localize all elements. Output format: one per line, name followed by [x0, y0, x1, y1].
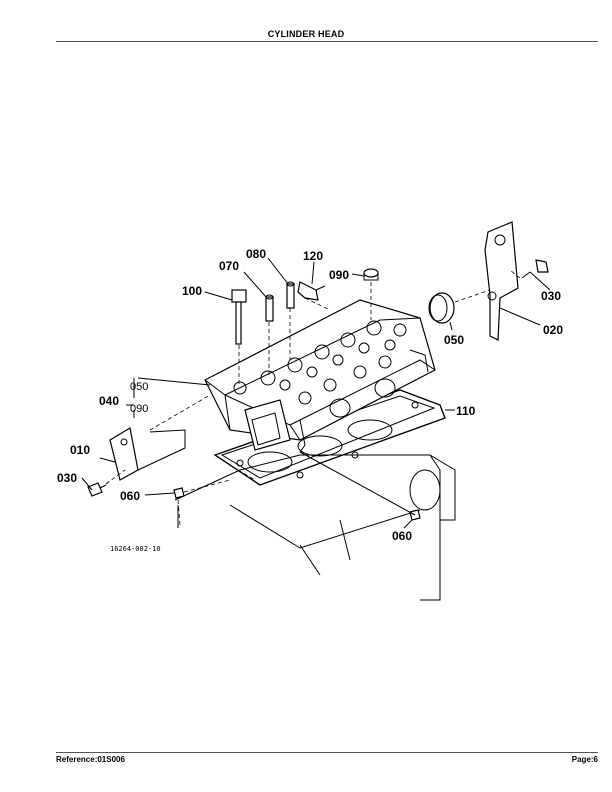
- callout-120: 120: [303, 249, 323, 263]
- callout-leaders: [81, 257, 551, 529]
- engine-block-outline: [174, 454, 456, 601]
- callout-010: 010: [70, 443, 90, 457]
- callout-110: 110: [456, 404, 476, 418]
- callout-090: 090: [329, 268, 349, 282]
- bolt-030-left: [87, 482, 107, 497]
- callout-070: 070: [219, 259, 239, 273]
- assembly-dashed-lines: [105, 269, 521, 526]
- callout-040-sub-050: 050: [130, 381, 148, 393]
- stud-090: [363, 268, 379, 281]
- callout-060-right: 060: [392, 529, 412, 543]
- footer-reference: Reference:01S006: [56, 755, 125, 764]
- bolt-060-left: [173, 487, 185, 499]
- sleeve-080: [286, 281, 295, 309]
- bolt-030-right: [521, 259, 549, 279]
- cylinder-head: [204, 299, 436, 453]
- hanger-bracket-020: [484, 221, 519, 341]
- callout-060-left: 060: [120, 489, 140, 503]
- footer-divider: [56, 752, 598, 753]
- callout-030-left: 030: [57, 471, 77, 485]
- plug-050: [428, 292, 455, 324]
- head-bolt-100: [231, 289, 247, 345]
- header-divider: [56, 41, 598, 42]
- callout-050: 050: [444, 333, 464, 347]
- guide-070: [265, 294, 274, 322]
- leader-cover-bracket: [137, 429, 186, 471]
- callout-030-right: 030: [541, 289, 561, 303]
- page-title: CYLINDER HEAD: [267, 29, 345, 39]
- drawing-number: 16264-002-10: [110, 545, 161, 553]
- callout-040-sub-090: 090: [130, 403, 148, 415]
- side-cover-010: [109, 427, 139, 481]
- pipe-120: [297, 281, 326, 301]
- callout-080: 080: [246, 247, 266, 261]
- footer-page-number: Page:6: [571, 755, 598, 764]
- callout-100: 100: [182, 284, 202, 298]
- callout-040: 040: [99, 394, 119, 408]
- callout-020: 020: [543, 323, 563, 337]
